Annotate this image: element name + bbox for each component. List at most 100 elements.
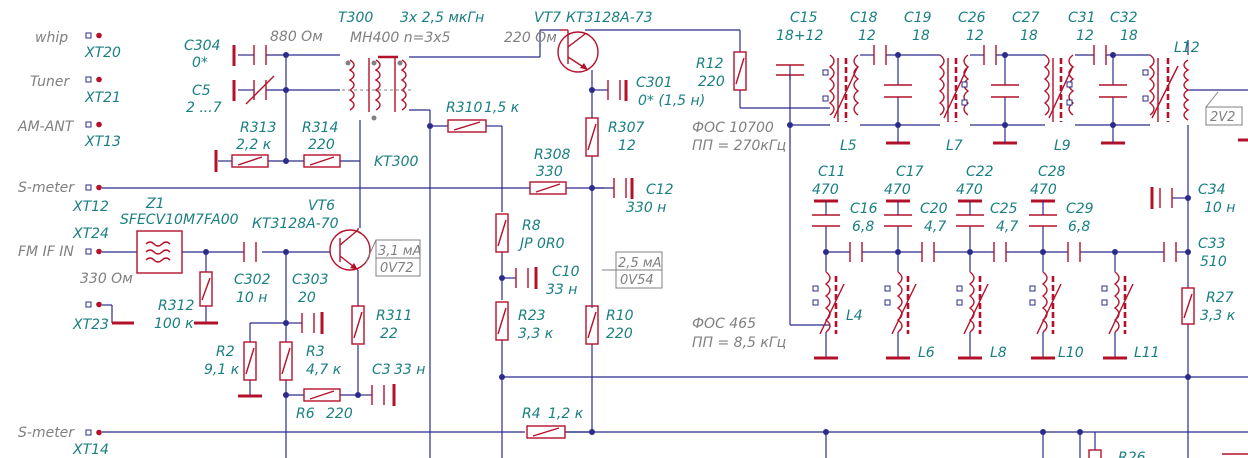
r3-value: 4,7 к	[306, 362, 342, 378]
r2: R2 9,1 к	[204, 341, 262, 398]
c5: C5 2 ...7	[186, 75, 275, 116]
l10: L10	[1029, 271, 1084, 361]
fos-10700-band: ПП = 270кГц	[692, 138, 786, 154]
c15-value: 18+12	[776, 28, 823, 44]
c15: C15 18+12	[776, 10, 823, 80]
l9-ref: L9	[1054, 138, 1071, 154]
c28: C28 470	[1029, 164, 1066, 227]
r312-value: 100 к	[154, 316, 194, 332]
c27-ref: C27	[1012, 10, 1040, 26]
c27: C27 18	[991, 10, 1040, 145]
r12-value: 220	[698, 74, 725, 90]
r27: R27 3,3 к	[1181, 287, 1236, 325]
connector-xt21: Tuner XT21	[30, 74, 121, 106]
vt7-note: 220 Ом	[504, 30, 557, 46]
c29: C29 6,8	[1066, 201, 1094, 262]
c304-value: 0*	[192, 55, 208, 71]
c22-value: 470	[956, 182, 983, 198]
c303: C303 20	[292, 272, 329, 334]
r308: R308 330	[529, 147, 571, 195]
c11-value: 470	[812, 182, 839, 198]
l11-ref: L11	[1134, 345, 1160, 361]
r8: R8 JP 0R0	[495, 213, 565, 253]
vt7-ref: VT7	[534, 10, 561, 26]
connector-xt14: S-meter XT14	[18, 425, 109, 458]
r312: R312 100 к	[154, 271, 218, 332]
r307-value: 12	[618, 138, 636, 154]
c31: C31 12	[1068, 10, 1107, 65]
t300-inductance: 3х 2,5 мкГн	[400, 10, 484, 26]
connector-name: FM IF IN	[18, 244, 74, 260]
meas-2-5ma: 2,5 мА 0V54	[602, 251, 663, 289]
c28-ref: C28	[1038, 164, 1066, 180]
r307: R307 12	[585, 117, 645, 157]
c19-value: 18	[912, 28, 930, 44]
c34-value: 10 н	[1204, 200, 1235, 216]
fos-10700-title: ФОС 10700	[692, 120, 774, 136]
vt6-ref: VT6	[308, 198, 335, 214]
connector-name: S-meter	[18, 180, 75, 196]
c26: C26 12	[958, 10, 997, 65]
r23-value: 3,3 к	[518, 326, 554, 342]
c16-value: 6,8	[852, 219, 874, 235]
ohm-330-note: 330 Ом	[80, 271, 133, 287]
c22: C22 470	[956, 164, 994, 227]
c20: C20 4,7	[920, 201, 948, 262]
l7-ref: L7	[946, 138, 963, 154]
connector-xt24: XT24 FM IF IN	[18, 226, 109, 260]
l8: L8	[956, 271, 1007, 361]
t300-core: МН400 n=3х5	[350, 30, 451, 46]
c302-value: 10 н	[236, 290, 267, 306]
c26-value: 12	[966, 28, 984, 44]
c301-ref: C301	[636, 75, 673, 91]
r10-ref: R10	[606, 308, 634, 324]
r3-ref: R3	[306, 344, 325, 360]
vt7-transistor: VT7 КТ3128А-73 220 Ом	[504, 10, 653, 73]
c33-value: 510	[1200, 254, 1227, 270]
r308-ref: R308	[534, 147, 571, 163]
r8-value: JP 0R0	[517, 236, 565, 252]
c3: C3 33 н	[371, 362, 425, 406]
vt6-voltage: 0V72	[380, 261, 414, 276]
c5-value: 2 ...7	[186, 100, 222, 116]
r313-ref: R313	[240, 120, 276, 136]
r314: R314 220	[302, 120, 341, 168]
z1-type: SFECV10M7FA00	[120, 212, 239, 228]
r12-ref: R12	[696, 56, 724, 72]
c34-ref: C34	[1198, 182, 1226, 198]
c31-ref: C31	[1068, 10, 1096, 26]
c20-value: 4,7	[924, 219, 946, 235]
connector-ref: XT13	[84, 134, 121, 150]
r26-ref: R26	[1118, 450, 1146, 458]
c29-value: 6,8	[1068, 219, 1090, 235]
junctions	[203, 52, 1191, 435]
l8-ref: L8	[990, 345, 1007, 361]
connector-name: whip	[35, 30, 68, 46]
c5-ref: C5	[192, 83, 211, 99]
meas2-current: 2,5 мА	[618, 256, 662, 271]
c10-value: 33 н	[546, 282, 577, 298]
l7: L7	[938, 54, 970, 154]
c3-ref: C3	[372, 362, 391, 378]
l9: L9	[1043, 54, 1075, 154]
c17-ref: C17	[896, 164, 924, 180]
c20-ref: C20	[920, 201, 948, 217]
c27-value: 18	[1020, 28, 1038, 44]
c10-ref: C10	[552, 264, 580, 280]
meas2-voltage: 0V54	[620, 273, 654, 288]
c18: C18 12	[850, 10, 887, 65]
t300-ref: T300	[338, 10, 373, 26]
l5-ref: L5	[840, 138, 857, 154]
r27-ref: R27	[1206, 290, 1234, 306]
r307-ref: R307	[608, 120, 645, 136]
r311-value: 22	[380, 326, 398, 342]
c303-value: 20	[298, 290, 316, 306]
connector-xt20: whip XT20	[35, 30, 121, 61]
c25-value: 4,7	[996, 219, 1018, 235]
c17: C17 470	[884, 164, 924, 227]
c18-ref: C18	[850, 10, 878, 26]
c301-value: 0* (1,5 н)	[638, 93, 705, 109]
r313: R313 2,2 к	[214, 120, 276, 172]
connector-ref: XT21	[84, 90, 121, 106]
